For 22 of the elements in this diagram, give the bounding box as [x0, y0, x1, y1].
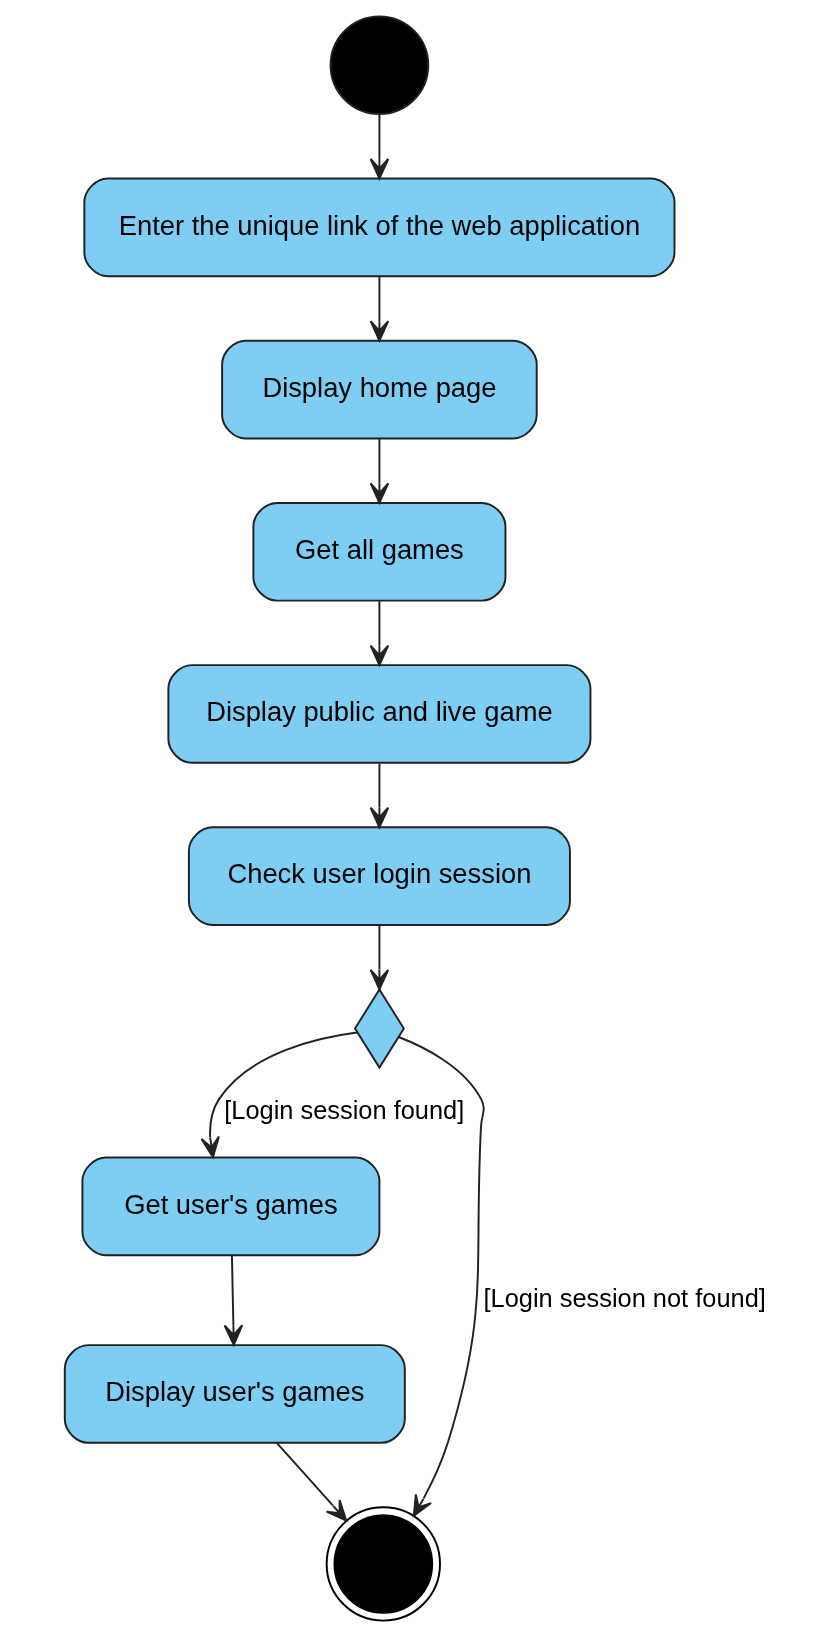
node-box: Display user's games	[63, 1344, 406, 1444]
edge-label: [Login session found]	[223, 1096, 464, 1125]
node-box: Enter the unique link of the web application	[82, 177, 675, 278]
arrow	[369, 438, 389, 504]
node-diamond	[353, 987, 405, 1070]
node-box: Display home page	[220, 339, 538, 440]
arrow	[200, 1031, 358, 1159]
node-box: Check user login session	[187, 826, 571, 926]
arrow	[369, 762, 389, 829]
node-bullseye	[325, 1506, 441, 1622]
arrow	[223, 1254, 243, 1346]
arrow	[369, 275, 389, 342]
node-box: Display public and live game	[166, 664, 591, 764]
arrow	[369, 600, 389, 667]
node-box: Get all games	[251, 501, 506, 602]
arrow	[275, 1442, 347, 1522]
arrow	[397, 1036, 485, 1517]
arrow	[369, 113, 389, 180]
edge-label: [Login session not found]	[482, 1283, 766, 1312]
node-box: Get user's games	[80, 1156, 380, 1257]
arrow	[369, 924, 389, 991]
node-circle	[329, 15, 429, 116]
